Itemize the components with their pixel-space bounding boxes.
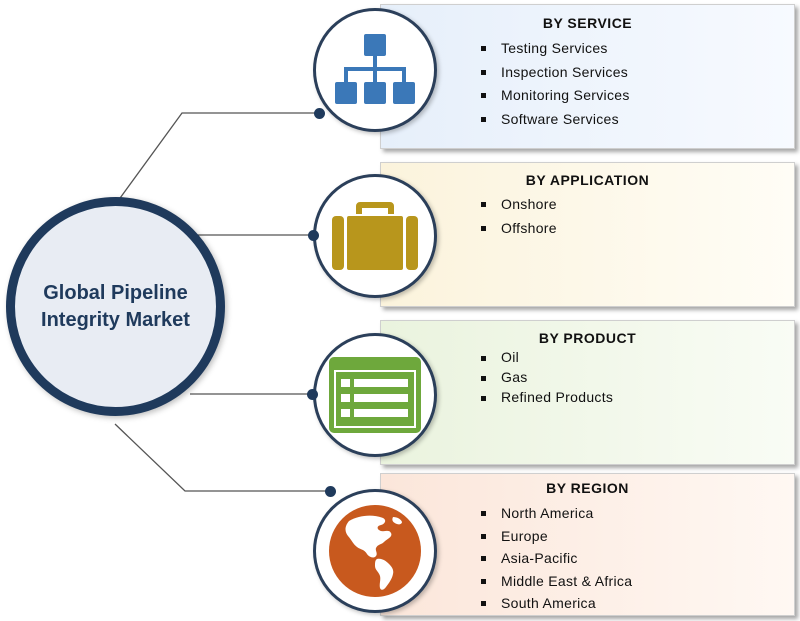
connector-region [114,423,330,492]
list-item: Software Services [481,108,630,132]
center-circle: Global Pipeline Integrity Market [6,197,225,416]
list-item: North America [481,502,632,525]
list-item: Middle East & Africa [481,570,632,593]
list-item: Testing Services [481,37,630,61]
service-icon-circle [313,8,437,132]
list-item: Gas [481,367,613,387]
panel-region-title: BY REGION [546,480,629,496]
list-item: Inspection Services [481,61,630,85]
panel-service: BY SERVICE Testing Services Inspection S… [380,4,795,149]
list-item: Europe [481,525,632,548]
region-icon-circle [313,489,437,613]
panel-region-list: North America Europe Asia-Pacific Middle… [481,502,632,615]
list-item: Oil [481,347,613,367]
panel-application-list: Onshore Offshore [481,193,557,240]
panel-product: BY PRODUCT Oil Gas Refined Products [380,320,795,465]
list-window-icon [329,357,421,433]
connector-dot [308,230,319,241]
panel-region: BY REGION North America Europe Asia-Paci… [380,473,795,616]
list-item: Refined Products [481,387,613,407]
panel-service-list: Testing Services Inspection Services Mon… [481,37,630,131]
panel-product-list: Oil Gas Refined Products [481,347,613,407]
connector-dot [325,486,336,497]
globe-americas-icon [329,505,421,597]
connector-service [114,112,318,206]
list-item: Offshore [481,217,557,241]
list-item: South America [481,592,632,615]
network-hierarchy-icon [335,34,415,104]
product-icon-circle [313,333,437,457]
application-icon-circle [313,174,437,298]
list-item: Monitoring Services [481,84,630,108]
list-item: Onshore [481,193,557,217]
panel-application: BY APPLICATION Onshore Offshore [380,162,795,307]
connector-dot [307,389,318,400]
panel-application-title: BY APPLICATION [525,172,650,188]
panel-product-title: BY PRODUCT [538,330,637,346]
connector-dot [314,108,325,119]
center-title: Global Pipeline Integrity Market [41,281,190,331]
briefcase-icon [332,202,418,270]
panel-service-title: BY SERVICE [542,15,633,31]
list-item: Asia-Pacific [481,547,632,570]
